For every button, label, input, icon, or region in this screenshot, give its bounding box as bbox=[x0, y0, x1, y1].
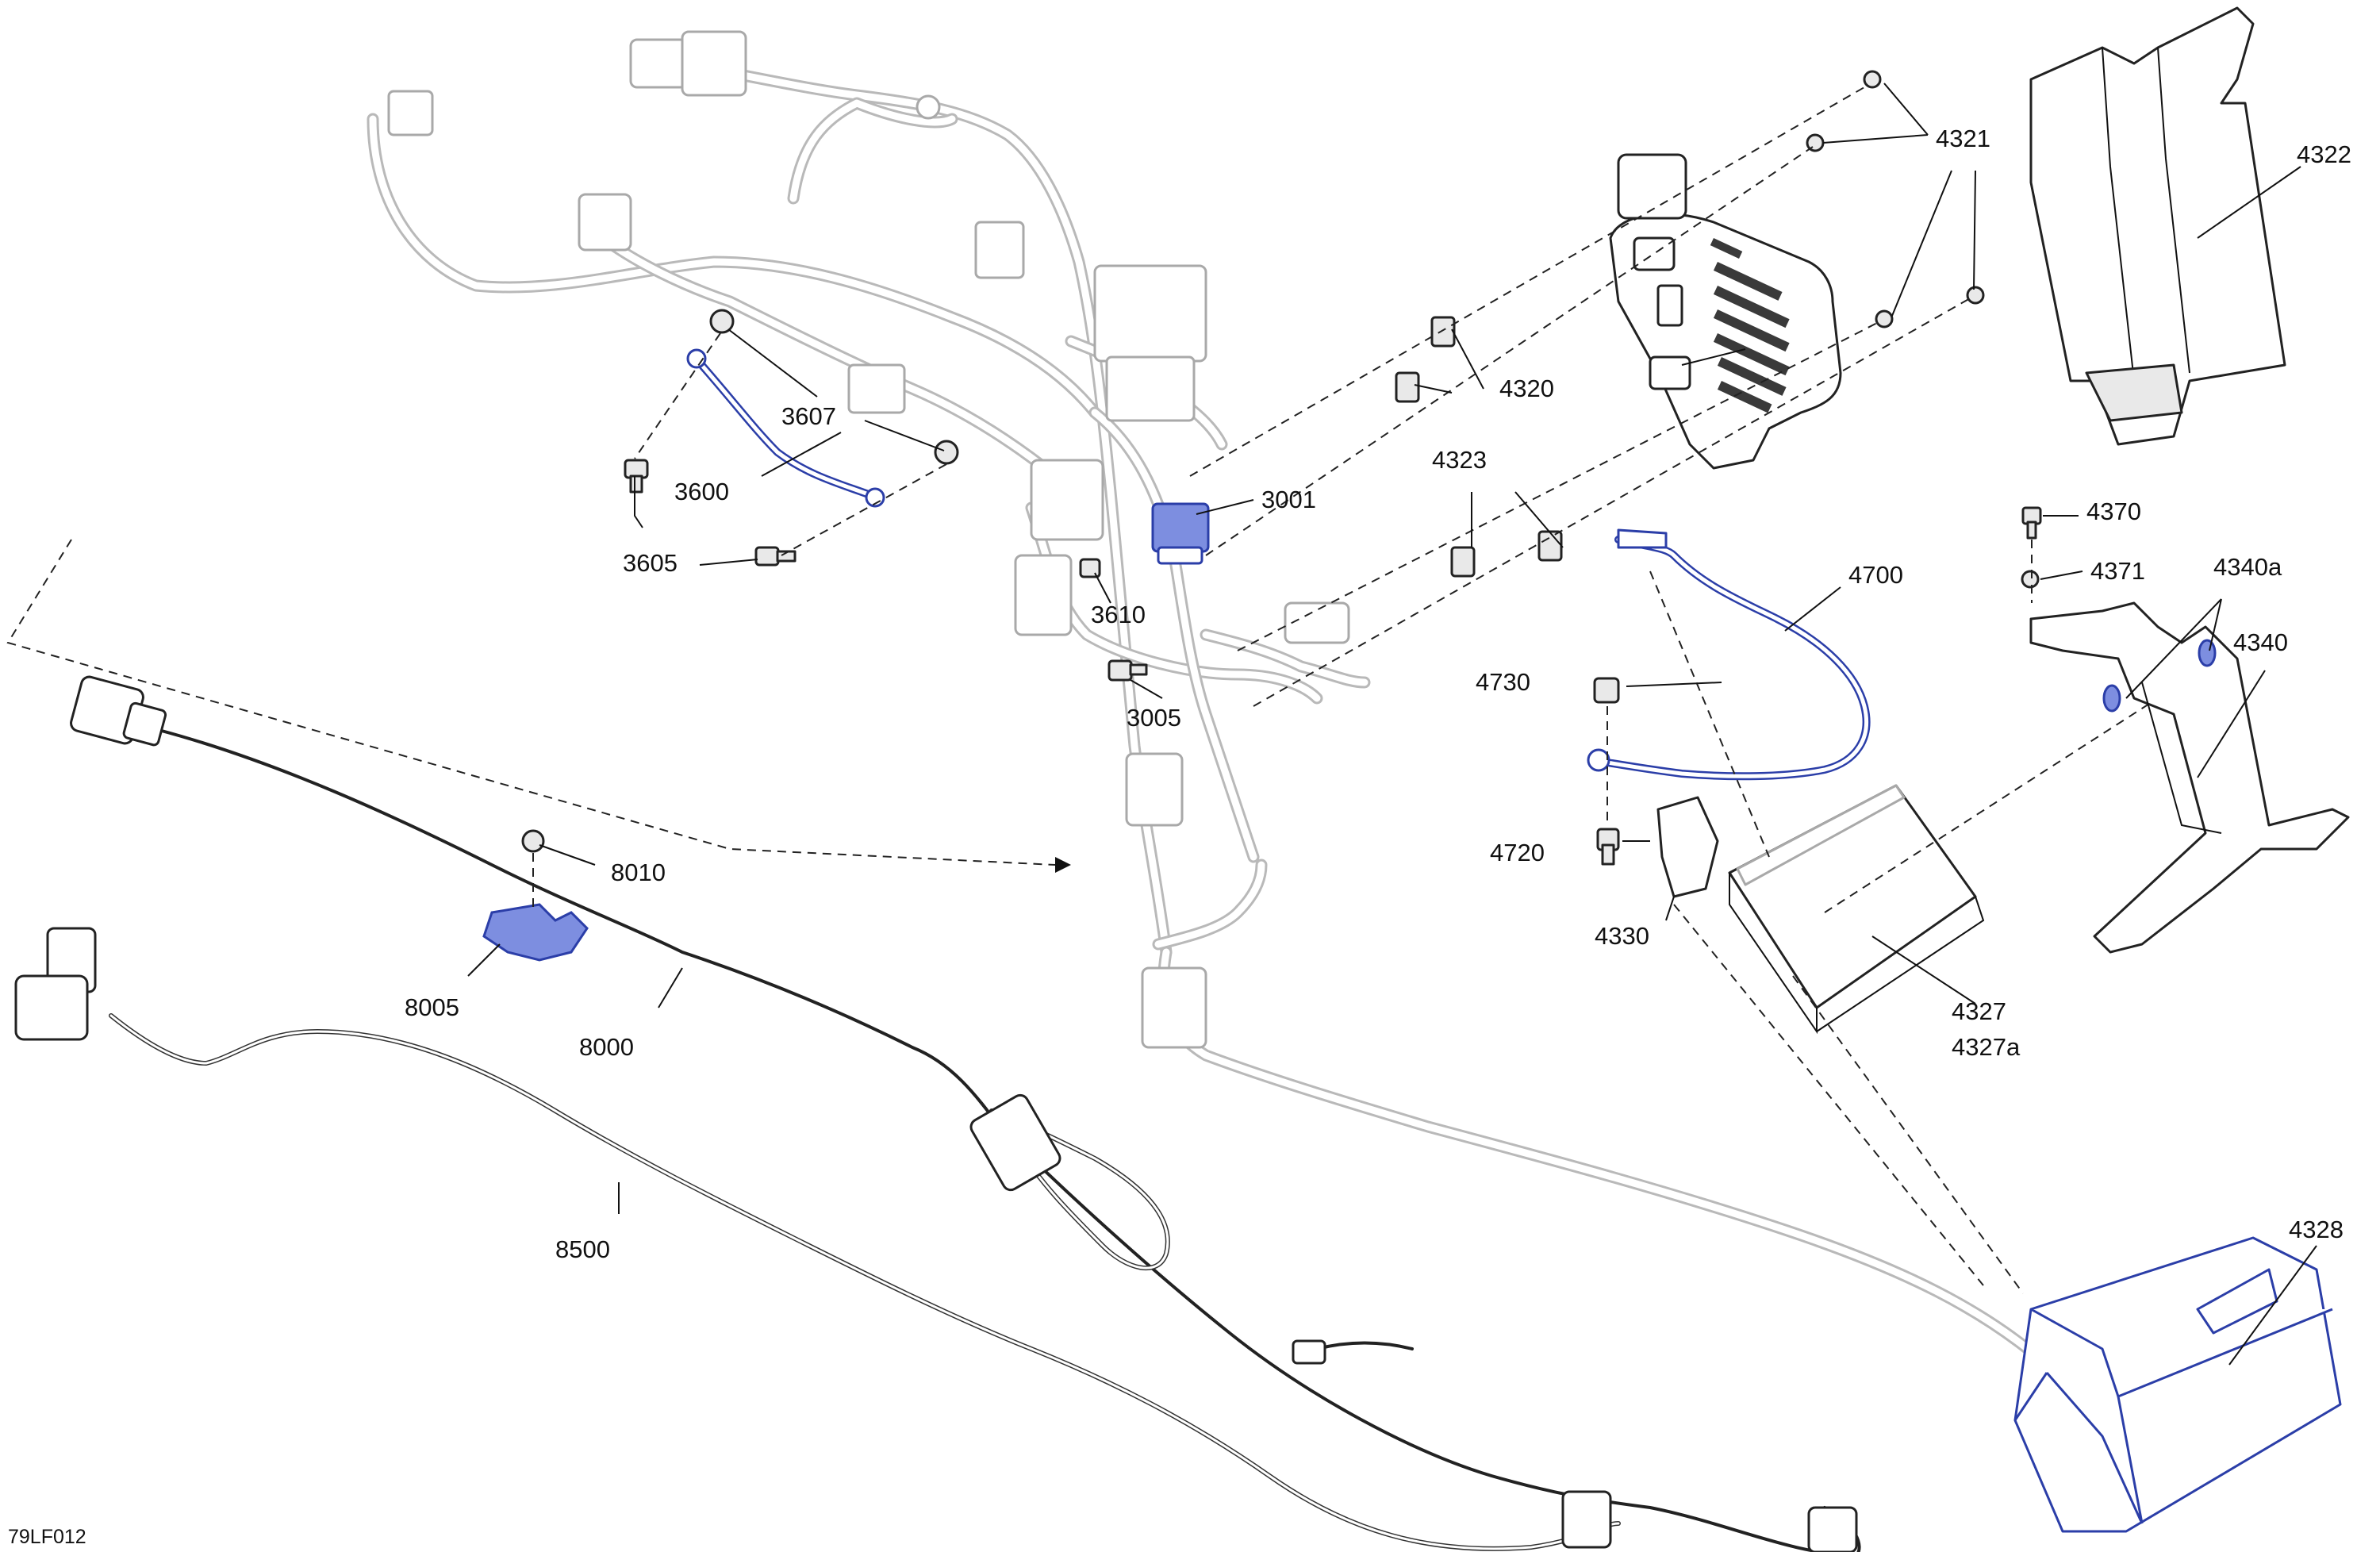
harness-connector bbox=[974, 221, 1025, 279]
part-8005-clip bbox=[482, 903, 589, 962]
harness-connector bbox=[681, 30, 747, 97]
part-3605-bolt-shank bbox=[776, 550, 797, 563]
part-4371-washer bbox=[2021, 570, 2040, 589]
harness-connector bbox=[1014, 554, 1073, 636]
part-3001-connector-base bbox=[1157, 546, 1203, 565]
callout-4330: 4330 bbox=[1595, 922, 1649, 950]
callout-4370: 4370 bbox=[2086, 497, 2141, 525]
callout-4321: 4321 bbox=[1936, 125, 1990, 152]
part-3607-nut bbox=[709, 309, 735, 334]
part-3005-bolt-shank bbox=[1129, 663, 1148, 676]
part-3005-bolt bbox=[1107, 659, 1133, 682]
part-4370-screw-shank bbox=[2026, 521, 2037, 540]
routing-arrowhead bbox=[1055, 857, 1071, 873]
harness-connector bbox=[847, 363, 906, 414]
part-4321-nuts bbox=[1806, 70, 1985, 328]
harness-connector bbox=[629, 38, 688, 89]
callout-4340: 4340 bbox=[2233, 628, 2288, 656]
part-8000-wire bbox=[70, 675, 1861, 1552]
callout-3605: 3605 bbox=[623, 549, 678, 577]
part-3605-bolt bbox=[754, 546, 780, 567]
callout-3600: 3600 bbox=[674, 478, 729, 505]
callout-4371: 4371 bbox=[2090, 557, 2145, 585]
wire-8500-connector bbox=[14, 974, 89, 1041]
routing-dashed-line bbox=[6, 539, 1056, 866]
callout-3607: 3607 bbox=[781, 402, 836, 430]
callout-8000: 8000 bbox=[579, 1033, 634, 1061]
callout-8005: 8005 bbox=[405, 993, 459, 1021]
part-3605-bolt-shank bbox=[629, 474, 643, 494]
wire-8500-connector bbox=[1561, 1490, 1612, 1549]
callout-4328: 4328 bbox=[2289, 1216, 2344, 1243]
part-8010-screw bbox=[521, 829, 545, 853]
callout-3610: 3610 bbox=[1091, 601, 1146, 628]
relay-box bbox=[1093, 264, 1207, 363]
callout-4323: 4323 bbox=[1432, 446, 1487, 474]
part-4323-spacers bbox=[1395, 316, 1563, 578]
callout-labels: 3600 3605 3607 3610 3001 3005 4320 4321 … bbox=[8, 125, 2351, 1548]
callout-4322: 4322 bbox=[2297, 140, 2351, 168]
callout-4720: 4720 bbox=[1490, 839, 1545, 866]
part-4330-terminal-cover bbox=[1656, 796, 1719, 898]
harness-connector bbox=[1125, 752, 1184, 827]
relay-box-base bbox=[1105, 355, 1196, 422]
callout-4730: 4730 bbox=[1476, 668, 1530, 696]
part-4322-cover bbox=[2029, 6, 2286, 446]
callout-4327: 4327 bbox=[1952, 997, 2006, 1025]
harness-connector bbox=[1141, 966, 1207, 1049]
part-4320-module bbox=[1609, 153, 1842, 470]
callout-8010: 8010 bbox=[611, 859, 666, 886]
leader-lines bbox=[467, 83, 2317, 1366]
part-8500-wire bbox=[14, 927, 1858, 1552]
part-4327-battery bbox=[1728, 784, 1985, 1035]
harness-connectors bbox=[387, 30, 1350, 1049]
diagram-code: 79LF012 bbox=[8, 1526, 86, 1548]
part-4700-cable bbox=[1587, 528, 1871, 781]
harness-connector bbox=[387, 90, 434, 136]
main-wiring-harness bbox=[367, 53, 2196, 1458]
harness-connector bbox=[1030, 459, 1104, 541]
part-4720-bolt-shank bbox=[1601, 843, 1615, 866]
callout-4320: 4320 bbox=[1499, 375, 1554, 402]
part-3607-nut bbox=[934, 440, 959, 465]
module-mounting-lines bbox=[1189, 86, 1972, 707]
wire-8500-connector bbox=[969, 1093, 1061, 1192]
callout-4327a: 4327a bbox=[1952, 1033, 2021, 1061]
wire-8500-connector bbox=[1292, 1339, 1326, 1365]
callout-4700: 4700 bbox=[1848, 561, 1903, 589]
part-3610-screw bbox=[1079, 558, 1101, 578]
part-4730-nut bbox=[1593, 677, 1620, 704]
callout-3001: 3001 bbox=[1261, 486, 1316, 513]
module-connector bbox=[1617, 153, 1687, 220]
part-3600-ground-strap bbox=[686, 348, 885, 508]
harness-connector bbox=[578, 193, 632, 252]
fasteners-harness bbox=[624, 309, 1148, 682]
callout-3005: 3005 bbox=[1127, 704, 1181, 732]
part-4328-battery-cover bbox=[2013, 1236, 2342, 1533]
harness-connector bbox=[1284, 601, 1350, 644]
harness-clip bbox=[916, 94, 941, 120]
callout-8500: 8500 bbox=[555, 1235, 610, 1263]
wire-8000-connector bbox=[1807, 1506, 1858, 1552]
part-3001-connector bbox=[1151, 502, 1210, 553]
part-4340-bracket bbox=[2029, 601, 2350, 954]
callout-4340a: 4340a bbox=[2213, 553, 2282, 581]
